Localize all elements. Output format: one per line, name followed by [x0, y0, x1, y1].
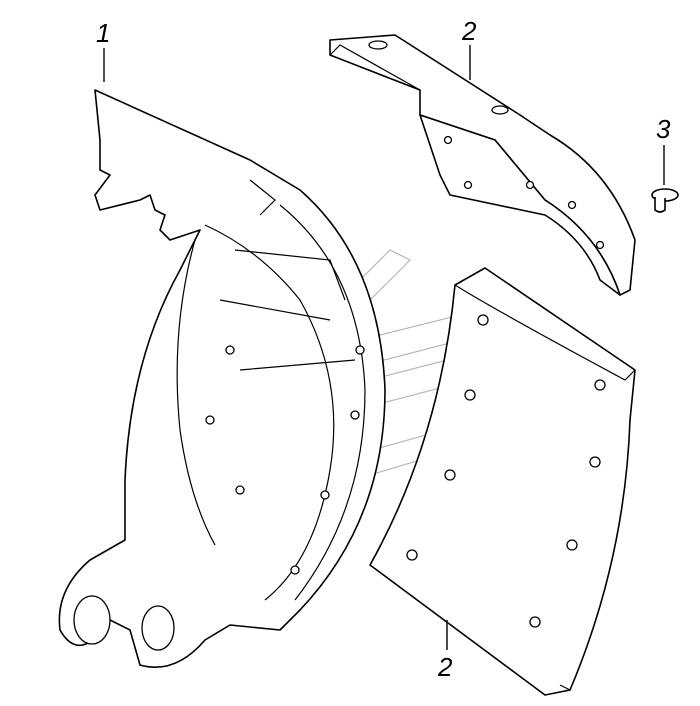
lower-lining [369, 267, 636, 696]
rivet [651, 188, 679, 213]
callout-2-lower: 2 [437, 652, 453, 682]
callout-2-upper: 2 [461, 16, 477, 46]
callout-1: 1 [96, 18, 110, 48]
callout-3: 3 [656, 114, 671, 144]
brake-shoe [58, 89, 386, 669]
upper-lining [329, 34, 636, 296]
pivot-hole-left [73, 595, 111, 645]
pivot-hole-right [141, 605, 175, 651]
